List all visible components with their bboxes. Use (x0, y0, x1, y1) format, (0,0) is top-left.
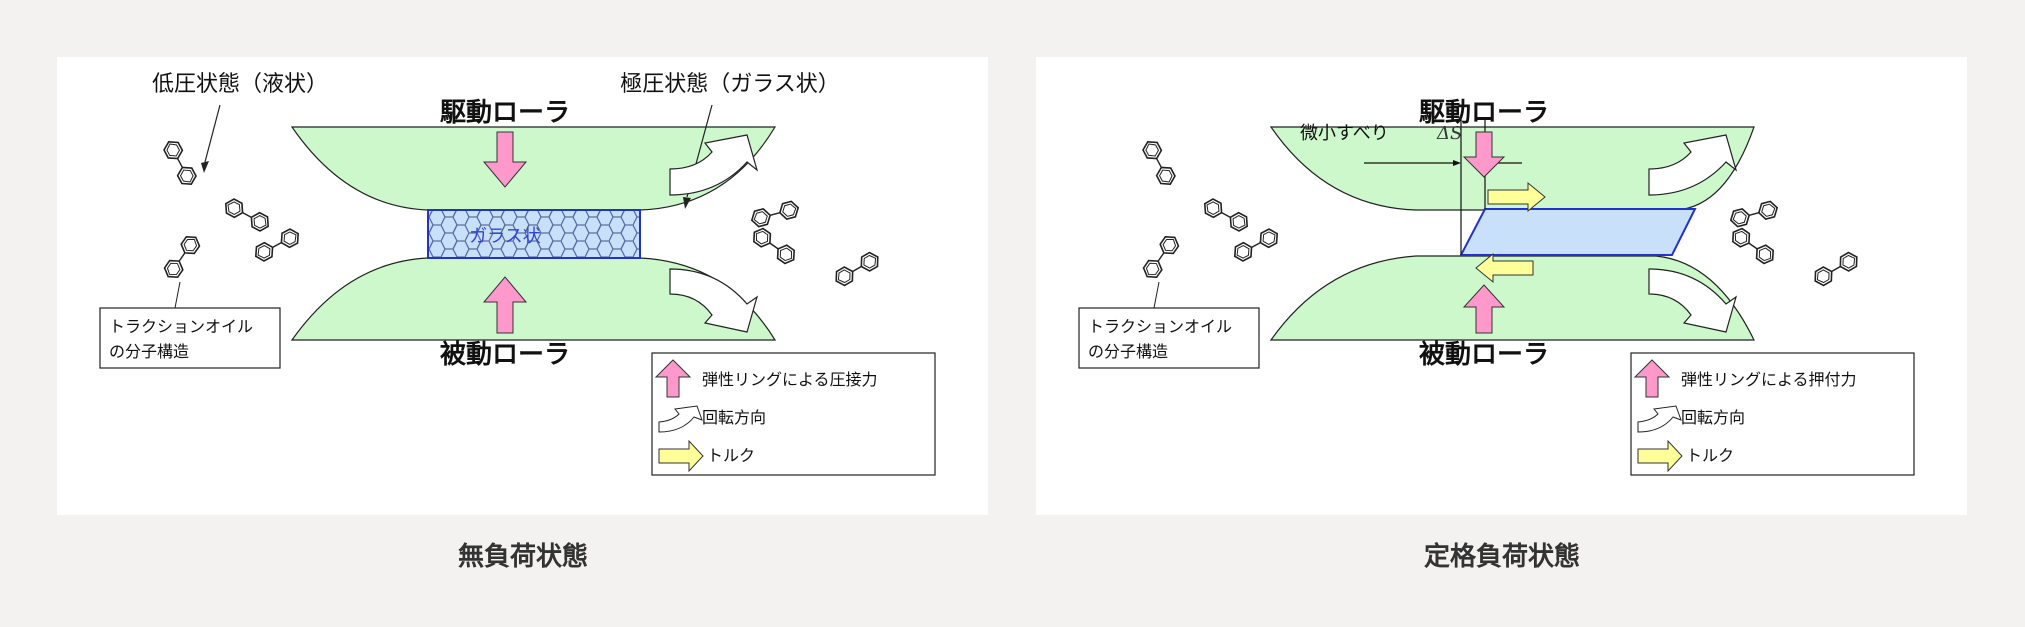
driven-roller-label: 被動ローラ (1419, 340, 1549, 370)
molecule-box-line1: トラクションオイル (1088, 317, 1232, 336)
legend-rotation-icon (658, 405, 703, 433)
no-load-panel: ガラス状 駆動ローラ 被動ローラ 低圧状態（液状） 極圧状態（ガラス状） トラク… (57, 57, 988, 515)
drive-roller (1269, 126, 1755, 211)
driven-roller-label: 被動ローラ (440, 340, 570, 370)
force-arrow-up (1462, 284, 1506, 334)
glass-label: ガラス状 (469, 226, 541, 247)
slip-arrowhead (1453, 160, 1461, 166)
extreme-pressure-label: 極圧状態（ガラス状） (620, 72, 840, 97)
caption-rated-load: 定格負荷状態 (1423, 542, 1581, 572)
legend: 弾性リングによる圧接力 回転方向 トルク (651, 352, 936, 476)
legend-force-icon (1633, 359, 1671, 398)
rotation-arrow-bottom (669, 268, 759, 333)
pointer-arrowhead (683, 197, 691, 209)
force-arrow-down (482, 131, 528, 188)
molecule-pointer (1153, 281, 1160, 309)
molecule-pointer (174, 281, 181, 309)
molecule-box-line2: の分子構造 (1088, 342, 1168, 361)
molecule-box (1078, 307, 1260, 369)
legend-torque-label: トルク (1686, 446, 1734, 465)
force-arrow-up (482, 276, 528, 334)
torque-arrow-left (1475, 252, 1534, 284)
pointer-line (204, 104, 221, 163)
delta-s-label: ΔS (1436, 123, 1462, 144)
slip-label: 微小すべり (1300, 123, 1389, 144)
legend-force-label: 弾性リングによる押付力 (1681, 370, 1857, 389)
molecule-box-line1: トラクションオイル (109, 317, 253, 336)
torque-arrow-right (1487, 181, 1546, 213)
sheared-oil-film (1459, 208, 1697, 256)
legend-torque-icon (1637, 439, 1683, 473)
legend-rotation-label: 回転方向 (1681, 408, 1745, 427)
drive-roller-label: 駆動ローラ (1419, 98, 1549, 128)
pointer-arrowhead (201, 161, 209, 173)
legend-torque-icon (658, 439, 704, 473)
legend-force-icon (654, 359, 692, 398)
rotation-arrow-bottom (1648, 268, 1738, 333)
rotation-arrow-top (669, 134, 759, 196)
low-pressure-label: 低圧状態（液状） (152, 72, 328, 97)
molecule-box (99, 307, 281, 369)
legend-torque-label: トルク (707, 446, 755, 465)
rated-load-panel: 微小すべり ΔS 駆動ローラ 被動ローラ トラクションオイル の分子構造 弾性リ… (1036, 57, 1967, 515)
legend-rotation-label: 回転方向 (702, 408, 766, 427)
molecule-box-line2: の分子構造 (109, 342, 189, 361)
glass-hex-pattern (429, 211, 639, 257)
caption-no-load: 無負荷状態 (457, 542, 589, 572)
no-load-diagram: ガラス状 駆動ローラ 被動ローラ 低圧状態（液状） 極圧状態（ガラス状） トラク… (99, 72, 936, 476)
force-arrow-down (1462, 131, 1506, 178)
legend-force-label: 弾性リングによる圧接力 (702, 370, 878, 389)
rated-load-diagram: 微小すべり ΔS 駆動ローラ 被動ローラ トラクションオイル の分子構造 弾性リ… (1078, 98, 1915, 476)
drive-roller-label: 駆動ローラ (440, 98, 570, 128)
legend-rotation-icon (1637, 405, 1682, 433)
legend: 弾性リングによる押付力 回転方向 トルク (1630, 352, 1915, 476)
rotation-arrow-top (1648, 134, 1738, 196)
